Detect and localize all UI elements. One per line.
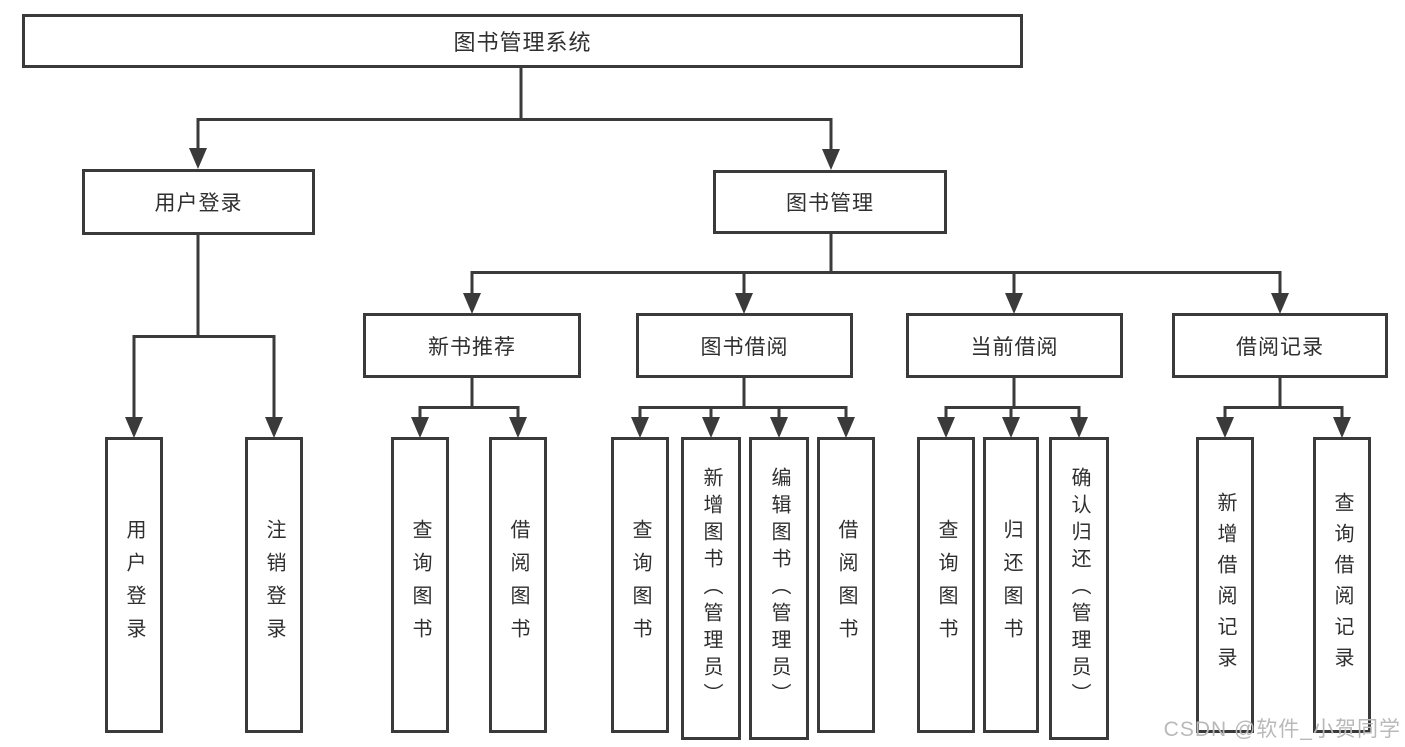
node-user-login: 用户登录 [82, 169, 315, 235]
arrow-down-icon [1216, 417, 1234, 438]
node-new-book-recommend: 新书推荐 [363, 313, 581, 378]
node-label: 查询图书 [629, 519, 651, 651]
arrow-down-icon [702, 417, 720, 438]
node-label: 新增图书（管理员） [700, 467, 722, 710]
arrow-down-icon [770, 417, 788, 438]
node-label: 图书管理系统 [453, 30, 592, 55]
node-label: 查询图书 [409, 519, 431, 651]
arrow-down-icon [1005, 293, 1023, 314]
arrow-down-icon [1333, 417, 1351, 438]
leaf-user-login: 用户登录 [105, 437, 163, 733]
node-label: 编辑图书（管理员） [768, 467, 790, 710]
arrow-down-icon [631, 417, 649, 438]
arrow-down-icon [1070, 417, 1088, 438]
node-label: 查询图书 [935, 519, 957, 651]
node-label: 图书管理 [786, 192, 874, 215]
node-label: 借阅记录 [1236, 335, 1324, 359]
arrow-down-icon [1002, 417, 1020, 438]
arrow-down-icon [937, 417, 955, 438]
arrow-down-icon [189, 148, 207, 169]
leaf-query-books-1: 查询图书 [391, 437, 449, 733]
arrow-down-icon [411, 417, 429, 438]
arrow-down-icon [1271, 293, 1289, 314]
connector-line-group [132, 68, 1344, 421]
node-label: 新增借阅记录 [1214, 492, 1236, 678]
node-label: 当前借阅 [970, 335, 1059, 359]
node-label: 注销登录 [263, 519, 285, 651]
leaf-query-books-2: 查询图书 [611, 437, 669, 733]
arrow-down-icon [463, 293, 481, 314]
node-label: 图书借阅 [700, 335, 789, 359]
node-current-borrowing: 当前借阅 [906, 313, 1123, 378]
node-root-system: 图书管理系统 [22, 14, 1023, 68]
leaf-confirm-return-admin: 确认归还（管理员） [1049, 437, 1109, 740]
node-label: 借阅图书 [507, 519, 529, 651]
csdn-watermark: CSDN @软件_小贺同学 [1163, 718, 1401, 741]
node-book-borrowing: 图书借阅 [636, 313, 853, 378]
arrow-down-icon [822, 149, 840, 170]
node-book-management: 图书管理 [713, 170, 947, 234]
leaf-add-borrow-record: 新增借阅记录 [1196, 437, 1254, 733]
node-label: 归还图书 [1000, 519, 1022, 651]
arrow-down-icon [735, 293, 753, 314]
leaf-logout: 注销登录 [245, 437, 303, 733]
arrow-down-icon [125, 417, 143, 438]
leaf-edit-books-admin: 编辑图书（管理员） [749, 437, 809, 740]
node-label: 查询借阅记录 [1331, 492, 1353, 678]
node-borrowing-records: 借阅记录 [1172, 313, 1388, 378]
arrow-down-icon [837, 417, 855, 438]
node-label: 新书推荐 [428, 335, 516, 359]
node-label: 确认归还（管理员） [1068, 467, 1090, 710]
leaf-borrow-books-1: 借阅图书 [489, 437, 547, 733]
node-label: 用户登录 [154, 192, 243, 215]
node-label: 用户登录 [123, 519, 145, 651]
connector-arrow-group [125, 148, 1351, 438]
leaf-add-books-admin: 新增图书（管理员） [681, 437, 741, 740]
node-label: 借阅图书 [835, 519, 857, 651]
arrow-down-icon [509, 417, 527, 438]
leaf-query-borrow-record: 查询借阅记录 [1313, 437, 1371, 733]
leaf-query-books-3: 查询图书 [917, 437, 975, 733]
arrow-down-icon [265, 417, 283, 438]
leaf-return-books: 归还图书 [983, 437, 1039, 733]
leaf-borrow-books-2: 借阅图书 [817, 437, 875, 733]
